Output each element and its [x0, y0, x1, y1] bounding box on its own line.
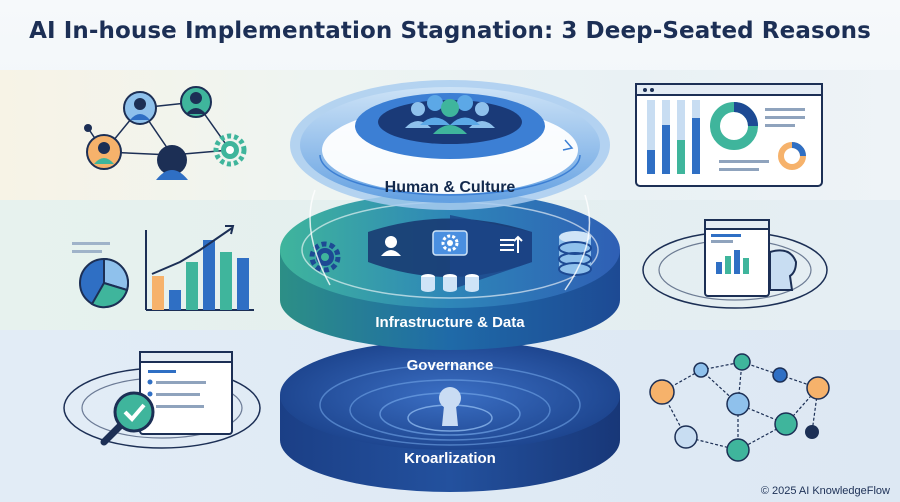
database-cluster-icon: [421, 274, 479, 292]
analytics-head-icon: [642, 219, 828, 309]
layer-label-human-culture: Human & Culture: [384, 179, 516, 196]
gear-icon: [309, 241, 341, 273]
bar-chart-icon: [72, 225, 254, 311]
page-title: AI In-house Implementation Stagnation: 3…: [29, 18, 871, 44]
search-check-icon: [63, 351, 261, 449]
copyright-footer: © 2025 AI KnowledgeFlow: [760, 485, 890, 497]
people-network-icon-2: [649, 353, 830, 462]
user-icon: [381, 236, 401, 256]
people-network-icon: [84, 86, 247, 180]
bottom-layer-disc: [280, 340, 620, 492]
flow-arrow-right: [564, 194, 591, 291]
dashboard-window-icon: [635, 83, 823, 187]
layer-label-infrastructure-data: Infrastructure & Data: [375, 314, 525, 331]
team-group-icon: [405, 95, 495, 134]
layer-label-governance: Governance: [406, 357, 494, 374]
flow-arrow-left: [309, 189, 331, 286]
top-layer-ring: [290, 80, 610, 210]
upload-list-icon: [500, 235, 523, 253]
server-gear-icon: [432, 230, 468, 256]
layer-label-kroarlization: Kroarlization: [404, 450, 496, 467]
database-icon: [558, 231, 592, 276]
